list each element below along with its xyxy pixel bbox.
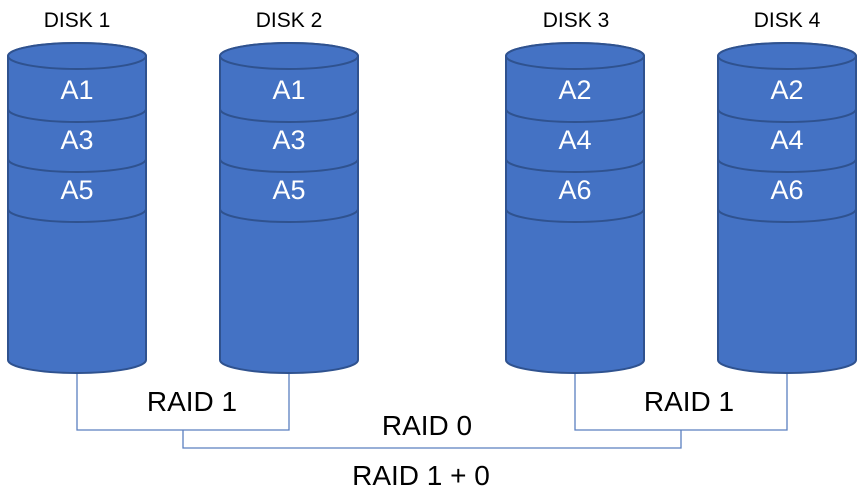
connectors — [76, 372, 788, 449]
block-label: A2 — [558, 75, 591, 105]
block-label: A3 — [60, 125, 93, 155]
block-separator — [717, 108, 857, 123]
block-label: A3 — [272, 125, 305, 155]
disk-label: DISK 1 — [44, 9, 111, 32]
block-separator — [219, 158, 359, 173]
block-label: A1 — [272, 75, 305, 105]
block-separator — [219, 208, 359, 223]
block-separator — [717, 158, 857, 173]
raid0-connector — [182, 430, 682, 449]
disk-label: DISK 2 — [256, 9, 323, 32]
block-label: A5 — [272, 175, 305, 205]
disk-label: DISK 4 — [754, 9, 821, 32]
block-label: A5 — [60, 175, 93, 205]
disk-top — [7, 42, 147, 70]
raid0-label: RAID 0 — [382, 410, 472, 441]
block-separator — [717, 208, 857, 223]
disk-2: DISK 2 A1 A3 A5 — [219, 9, 359, 374]
disk-label: DISK 3 — [543, 9, 610, 32]
block-separator — [7, 158, 147, 173]
block-separator — [219, 108, 359, 123]
disk-3: DISK 3 A2 A4 A6 — [505, 9, 645, 374]
block-separator — [7, 208, 147, 223]
disk-1: DISK 1 A1 A3 A5 — [7, 9, 147, 374]
block-label: A6 — [558, 175, 591, 205]
block-label: A6 — [770, 175, 803, 205]
block-label: A4 — [770, 125, 803, 155]
block-separator — [505, 108, 645, 123]
block-separator — [505, 158, 645, 173]
block-label: A1 — [60, 75, 93, 105]
block-label: A4 — [558, 125, 591, 155]
disk-top — [219, 42, 359, 70]
block-label: A2 — [770, 75, 803, 105]
block-separator — [505, 208, 645, 223]
disk-top — [717, 42, 857, 70]
raid1-right-label: RAID 1 — [644, 386, 734, 417]
caption: RAID 1 + 0 — [352, 460, 490, 491]
disk-4: DISK 4 A2 A4 A6 — [717, 9, 857, 374]
disk-top — [505, 42, 645, 70]
block-separator — [7, 108, 147, 123]
raid1-left-label: RAID 1 — [147, 386, 237, 417]
